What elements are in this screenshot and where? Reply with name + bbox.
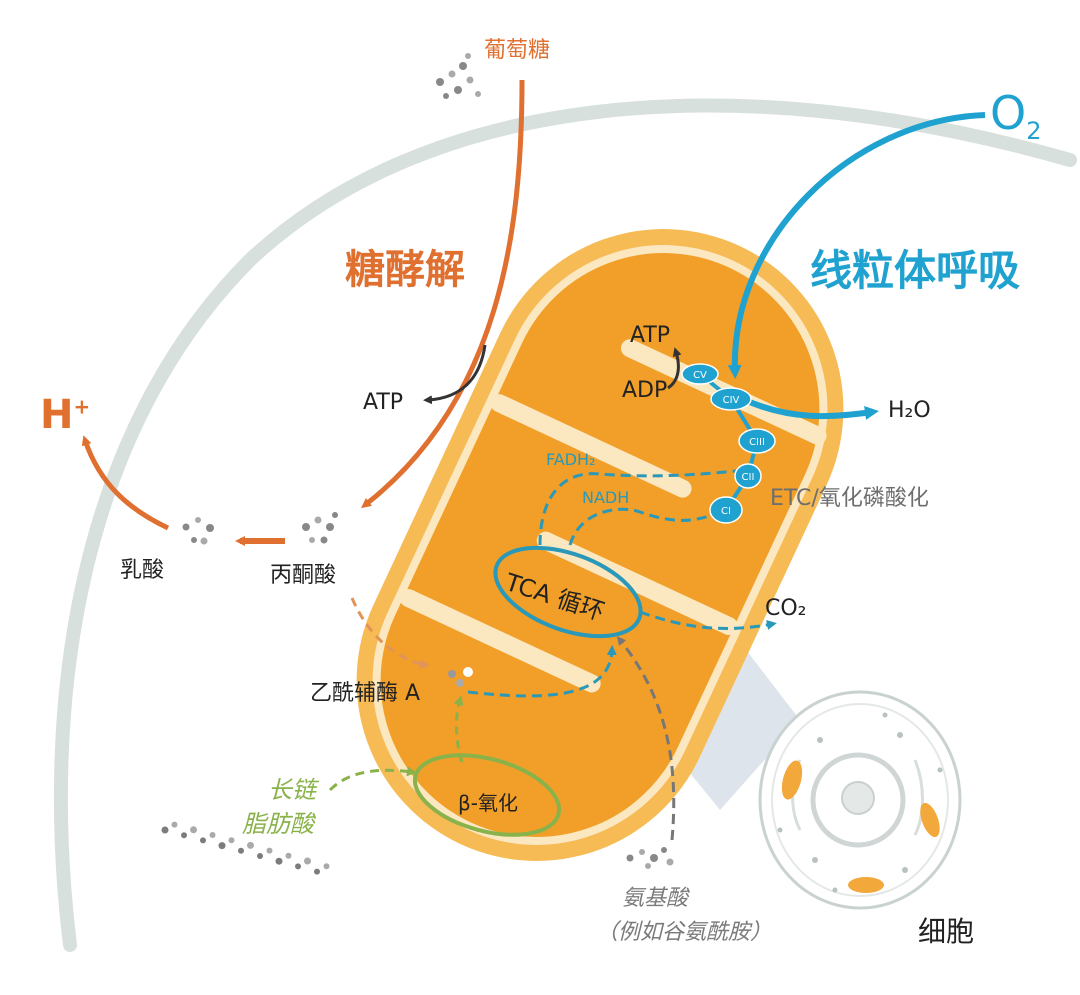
tca-to-co2-arrow — [639, 610, 777, 630]
lactate-label: 乳酸 — [120, 558, 165, 583]
etc-complex-cii — [734, 463, 762, 489]
fatty-acid-atom — [247, 841, 254, 849]
amino-acids-label: 氨基酸 — [622, 886, 689, 911]
acetylcoa-to-tca-arrow — [467, 645, 617, 698]
cell-membrane — [53, 98, 1077, 952]
fatty-acid-atom — [181, 832, 187, 839]
fatty-acid-atom — [314, 868, 320, 875]
etc-complex-ci — [709, 496, 743, 524]
atp-glycolysis-label: ATP — [363, 390, 404, 415]
fatty-acid-label: 脂肪酸 — [242, 810, 314, 838]
etc-complex-label: CII — [742, 472, 755, 483]
beta-to-acetylcoa-arrow — [453, 695, 464, 763]
nadh-path — [568, 507, 721, 546]
fadh2-label: FADH₂ — [546, 450, 596, 469]
lactate-to-proton-arrow — [81, 435, 170, 531]
beta-oxidation-label: β-氧化 — [458, 791, 518, 815]
fatty-acid-molecule-icon — [161, 821, 330, 875]
etc-oxphos-label: ETC/氧化磷酸化 — [770, 486, 929, 511]
amino-acids-example-label: （例如谷氨酰胺） — [596, 920, 773, 945]
glucose-molecule-icon — [436, 53, 481, 99]
etc-complex-ciii — [738, 428, 776, 454]
fatty-acid-atom — [323, 863, 330, 870]
fatty-acid-atom — [161, 826, 169, 834]
fatty-acid-arrow — [328, 766, 417, 792]
adp-label: ADP — [622, 378, 668, 403]
amino-acid-molecule-icon — [626, 847, 674, 869]
pyruvate-label: 丙酮酸 — [270, 563, 337, 588]
oxygen-label: O2 — [990, 86, 1042, 146]
lactate-molecule-icon — [182, 517, 214, 545]
mito-respiration-label: 线粒体呼吸 — [810, 246, 1021, 295]
etc-complex-label: CV — [693, 370, 707, 381]
fatty-acid-atom — [285, 852, 292, 859]
atp-glycolysis-arrow — [423, 344, 487, 405]
acetyl-coa-molecule-icon — [448, 667, 473, 687]
etc-complex-label: CIII — [749, 437, 765, 448]
fatty-acid-atom — [190, 826, 197, 834]
water-label: H₂O — [888, 398, 931, 423]
glucose-label: 葡萄糖 — [484, 38, 551, 63]
pyruvate-to-acetylcoa-arrow — [350, 597, 430, 669]
etc-complex-label: CI — [721, 506, 731, 517]
fadh2-path — [538, 468, 746, 546]
pyruvate-molecule-icon — [302, 512, 338, 544]
proton-label: H+ — [40, 392, 91, 438]
amino-acid-arrow — [616, 636, 676, 841]
adp-to-atp-arrow — [667, 347, 682, 390]
long-chain-label: 长链 — [268, 776, 316, 804]
etc-complex-label: CIV — [723, 395, 740, 406]
etc-complex-civ — [710, 387, 752, 411]
etc-complex-cv — [681, 363, 719, 385]
fatty-acid-atom — [228, 837, 235, 844]
acetyl-coa-label: 乙酰辅酶 A — [310, 681, 421, 706]
fatty-acid-atom — [171, 821, 178, 828]
nadh-label: NADH — [582, 488, 630, 507]
fatty-acid-atom — [200, 837, 206, 844]
fatty-acid-atom — [295, 863, 301, 870]
fatty-acid-atom — [304, 857, 311, 865]
fatty-acid-atom — [209, 832, 216, 838]
cell-label: 细胞 — [918, 915, 975, 948]
glycolysis-label: 糖酵解 — [345, 247, 465, 293]
fatty-acid-atom — [266, 847, 273, 854]
oxygen-arrow — [727, 112, 986, 379]
atp-mito-label: ATP — [630, 323, 671, 348]
fatty-acid-atom — [238, 847, 244, 854]
fatty-acid-atom — [218, 842, 226, 850]
glycolysis-arrow — [361, 79, 525, 509]
tca-cycle-ring — [493, 545, 643, 639]
fatty-acid-atom — [257, 853, 263, 859]
etc-complex-group: CV CIV CIII CII CI — [681, 363, 776, 524]
fatty-acid-atom — [275, 857, 283, 865]
water-arrow — [743, 397, 879, 420]
cell-inset-icon — [758, 690, 962, 910]
co2-label: CO₂ — [765, 596, 807, 621]
